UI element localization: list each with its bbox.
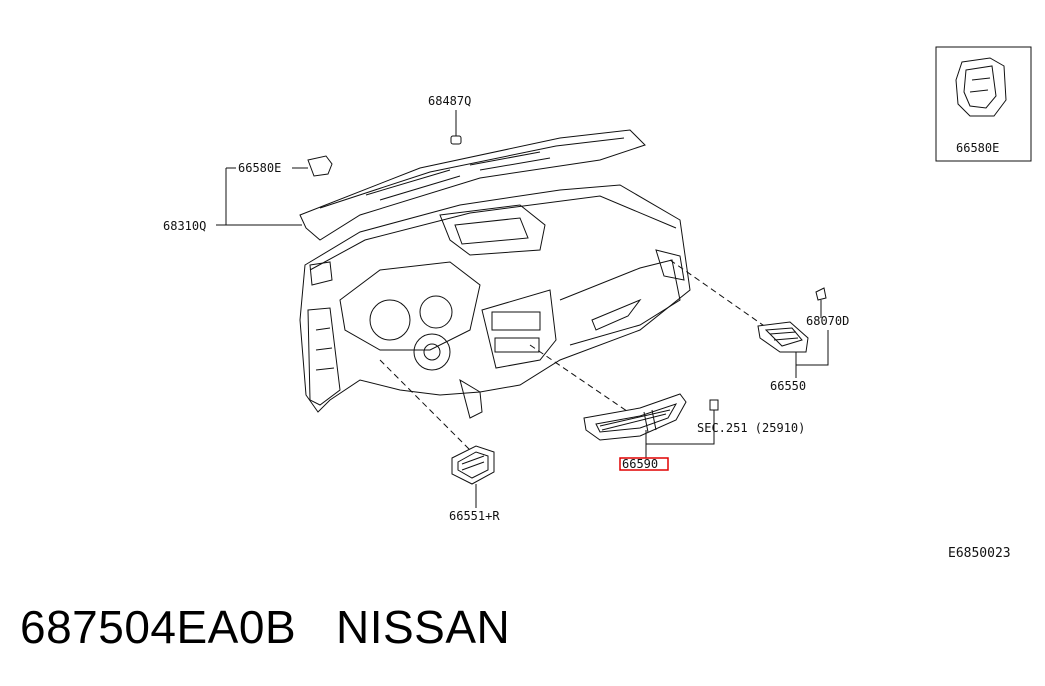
defroster-panel <box>299 129 646 241</box>
clip-68070d <box>815 287 827 301</box>
label-68070d: 68070D <box>806 314 849 328</box>
highlight-66590 <box>619 457 669 471</box>
label-sec251: SEC.251 (25910) <box>697 421 805 435</box>
clip-sec251 <box>709 399 719 411</box>
inset-label: 66580E <box>956 141 999 155</box>
instrument-panel <box>299 184 691 419</box>
label-68310q: 68310Q <box>163 219 206 233</box>
vent-66551 <box>451 445 495 485</box>
diagram-code: E6850023 <box>948 546 1011 561</box>
clip-66580e <box>307 155 333 177</box>
footer-title: 687504EA0B NISSAN <box>20 600 510 654</box>
label-66580e: 66580E <box>238 161 281 175</box>
vent-66550 <box>757 321 809 353</box>
brand-name: NISSAN <box>335 601 511 653</box>
label-66551r: 66551+R <box>449 509 500 523</box>
inset-frame <box>935 46 1032 162</box>
label-68487q: 68487Q <box>428 94 471 108</box>
label-66590: 66590 <box>622 457 658 471</box>
vent-66590 <box>583 393 687 441</box>
part-number: 687504EA0B <box>20 601 297 653</box>
clip-68487q <box>450 135 462 145</box>
inset-clip-part <box>955 57 1007 117</box>
label-66550: 66550 <box>770 379 806 393</box>
